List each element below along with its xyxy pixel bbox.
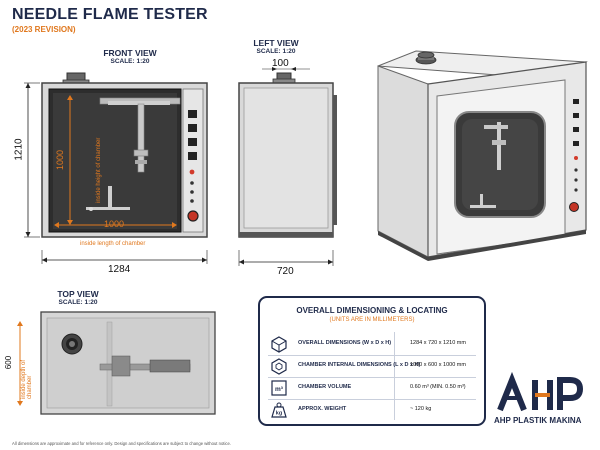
spec-row-volume: m³ CHAMBER VOLUME 0.60 m³ (MIN. 0.50 m³) (268, 378, 476, 398)
svg-text:m³: m³ (275, 386, 284, 393)
spec-divider (268, 399, 476, 400)
brand-name: AHP PLASTIK MAKINA (494, 416, 582, 425)
ahp-logo (497, 371, 584, 412)
spec-value: 1284 x 720 x 1210 mm (410, 340, 466, 346)
front-view-scale: SCALE: 1:20 (110, 58, 150, 65)
volume-icon: m³ (271, 380, 287, 396)
spec-label: CHAMBER VOLUME (298, 384, 352, 390)
svg-text:kg: kg (276, 411, 282, 417)
specs-title: OVERALL DIMENSIONING & LOCATING (296, 306, 448, 315)
revision-label: (2023 REVISION) (12, 25, 76, 34)
page-title: NEEDLE FLAME TESTER (12, 6, 208, 23)
front-view-label: FRONT VIEW (103, 48, 157, 58)
spec-row-internal: CHAMBER INTERNAL DIMENSIONS (L x D x H) … (268, 356, 476, 376)
left-view-drawing (238, 67, 337, 266)
spec-value: 1000 x 600 x 1000 mm (410, 362, 466, 368)
isometric-view-drawing (377, 50, 588, 261)
front-height-dimension: 1210 (13, 138, 25, 161)
spec-row-weight: kg APPROX. WEIGHT ~ 120 kg (268, 400, 476, 420)
footer-note: All dimensions are approximate and for r… (12, 441, 231, 446)
inside-width-label: inside length of chamber (80, 241, 146, 247)
top-depth-dimension: 600 (4, 355, 14, 370)
specs-units: (UNITS ARE IN MILLIMETERS) (329, 317, 415, 323)
weight-icon: kg (271, 402, 287, 418)
spec-row-overall: OVERALL DIMENSIONS (W x D x H) 1284 x 72… (268, 334, 476, 354)
inside-height-dimension: 1000 (55, 149, 66, 171)
spec-divider (268, 355, 476, 356)
spec-value: ~ 120 kg (410, 406, 432, 412)
spec-label: CHAMBER INTERNAL DIMENSIONS (L x D x H) (298, 362, 421, 368)
cube-outline-icon (271, 336, 287, 353)
spec-label: APPROX. WEIGHT (298, 406, 347, 412)
specs-panel: OVERALL DIMENSIONING & LOCATING (UNITS A… (258, 296, 486, 426)
spec-label: OVERALL DIMENSIONS (W x D x H) (298, 340, 392, 346)
cube-inner-icon (271, 358, 287, 375)
specs-column-divider (394, 332, 395, 420)
left-view-scale: SCALE: 1:20 (256, 48, 296, 55)
spec-divider (268, 377, 476, 378)
inside-height-label: inside height of chamber (96, 137, 102, 203)
top-view-label: TOP VIEW (57, 289, 99, 299)
front-view-drawing (24, 72, 208, 264)
top-view-drawing (17, 311, 216, 415)
front-width-dimension: 1284 (108, 264, 131, 275)
top-depth-label: inside depth of chamber (21, 359, 33, 399)
spec-value: 0.60 m³ (MIN. 0.50 m³) (410, 384, 466, 390)
left-top-dimension: 100 (272, 58, 289, 69)
top-view-scale: SCALE: 1:20 (58, 299, 98, 306)
left-width-dimension: 720 (277, 266, 294, 277)
inside-width-dimension: 1000 (104, 219, 125, 229)
left-view-label: LEFT VIEW (253, 38, 299, 48)
